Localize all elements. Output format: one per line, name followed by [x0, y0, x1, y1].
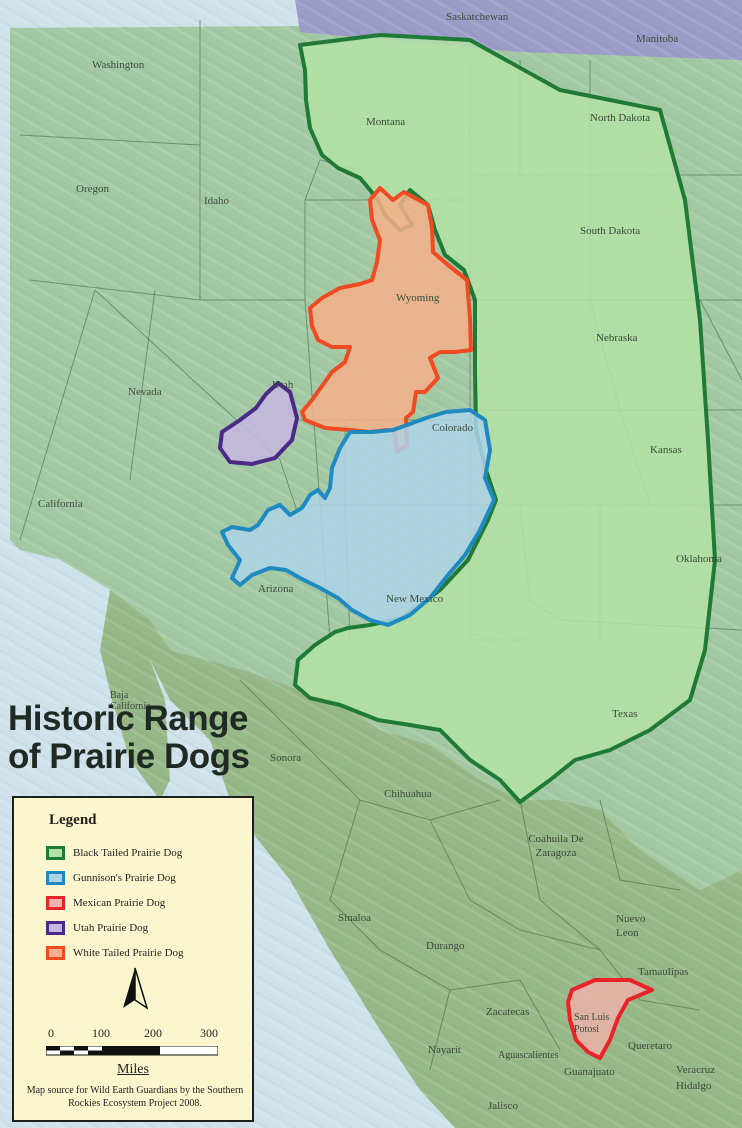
label-california: California [38, 498, 83, 510]
range-utah-prairie-dog [218, 381, 299, 466]
label-manitoba: Manitoba [636, 33, 679, 45]
legend-item-gunnisons: Gunnison's Prairie Dog [46, 865, 184, 890]
label-washington: Washington [92, 59, 145, 71]
label-guanajuato: Guanajuato [564, 1066, 615, 1078]
label-chihuahua: Chihuahua [384, 788, 432, 800]
label-san-luis-potosi: San Luis Potosi [574, 1012, 610, 1035]
legend-item-utah: Utah Prairie Dog [46, 915, 184, 940]
scale-tick-200: 200 [144, 1026, 162, 1040]
mexico-boundaries [239, 679, 701, 1071]
range-mexican-prairie-dog [566, 978, 654, 1060]
label-nuevo-leon: Nuevo Leon [616, 913, 646, 939]
legend-label-utah: Utah Prairie Dog [73, 921, 149, 934]
label-utah: Utah [272, 379, 294, 391]
range-gunnisons-prairie-dog [220, 408, 496, 627]
label-aguascalientes: Aguascalientes [498, 1050, 559, 1061]
label-oklahoma: Oklahoma [676, 553, 722, 565]
legend-item-mexican: Mexican Prairie Dog [46, 890, 184, 915]
legend-swatch-utah [46, 920, 65, 935]
label-queretaro: Queretaro [628, 1040, 672, 1052]
legend-label-mexican: Mexican Prairie Dog [73, 896, 166, 909]
map-title-line-1: Historic Range [8, 699, 249, 738]
label-nevada: Nevada [128, 386, 162, 398]
legend-swatch-mexican [46, 895, 65, 910]
label-nebraska: Nebraska [596, 332, 638, 344]
map-title: Historic Range of Prairie Dogs [8, 699, 250, 776]
north-arrow-icon [123, 967, 149, 1010]
scale-tick-0: 0 [48, 1026, 54, 1040]
label-south-dakota: South Dakota [580, 225, 641, 237]
legend-label-white-tailed: White Tailed Prairie Dog [73, 946, 184, 959]
label-hidalgo: Hidalgo [676, 1080, 712, 1092]
label-sonora: Sonora [270, 752, 302, 764]
legend-swatch-gunnisons [46, 870, 65, 885]
legend-item-white-tailed: White Tailed Prairie Dog [46, 940, 184, 965]
legend-swatch-white-tailed [46, 945, 65, 960]
scale-tick-labels: 0 100 200 300 [42, 1026, 242, 1040]
label-idaho: Idaho [204, 195, 230, 207]
label-durango: Durango [426, 940, 465, 952]
scale-bar [46, 1046, 218, 1056]
map-credit: Map source for Wild Earth Guardians by t… [26, 1085, 244, 1109]
legend-label-black-tailed: Black Tailed Prairie Dog [73, 846, 183, 859]
label-veracruz: Veracruz [676, 1064, 716, 1076]
label-zacatecas: Zacatecas [486, 1006, 530, 1018]
label-coahuila: Coahuila De Zaragoza [528, 833, 584, 859]
legend-swatch-black-tailed [46, 845, 65, 860]
legend-box: Legend Black Tailed Prairie Dog Gunnison… [12, 796, 254, 1122]
label-montana: Montana [366, 116, 406, 128]
label-nayarit: Nayarit [428, 1044, 461, 1056]
label-new-mexico: New Mexico [386, 593, 444, 605]
legend-heading: Legend [49, 812, 97, 828]
legend-item-black-tailed: Black Tailed Prairie Dog [46, 840, 184, 865]
label-wyoming: Wyoming [396, 292, 440, 304]
label-sinaloa: Sinaloa [338, 912, 371, 924]
label-texas: Texas [612, 708, 638, 720]
label-colorado: Colorado [432, 422, 473, 434]
label-north-dakota: North Dakota [590, 112, 651, 124]
scale-tick-100: 100 [92, 1026, 110, 1040]
label-jalisco: Jalisco [488, 1100, 518, 1112]
scale-unit-label: Miles [117, 1062, 149, 1077]
label-kansas: Kansas [650, 444, 682, 456]
label-arizona: Arizona [258, 583, 294, 595]
label-saskatchewan: Saskatchewan [446, 11, 509, 23]
legend-label-gunnisons: Gunnison's Prairie Dog [73, 871, 176, 884]
label-oregon: Oregon [76, 183, 109, 195]
legend-list: Black Tailed Prairie Dog Gunnison's Prai… [46, 840, 184, 965]
label-tamaulipas: Tamaulipas [638, 966, 689, 978]
scale-tick-300: 300 [200, 1026, 218, 1040]
label-baja: Baja California [110, 690, 151, 712]
map-title-line-2: of Prairie Dogs [8, 737, 250, 776]
